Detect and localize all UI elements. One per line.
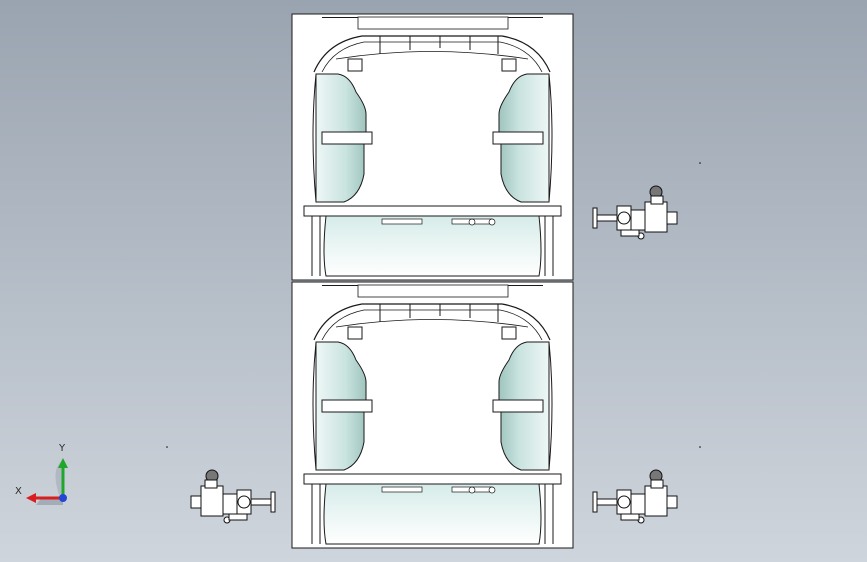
lower-unit[interactable]	[291, 281, 574, 549]
triad-x-label: X	[15, 486, 22, 497]
triad-y-label: Y	[59, 443, 66, 454]
motor-right-upper[interactable]	[592, 185, 678, 240]
axis-triad	[26, 458, 68, 505]
motor-right-lower[interactable]	[592, 469, 678, 524]
z-axis-dot	[59, 494, 67, 502]
motor-left-lower[interactable]	[190, 469, 276, 524]
upper-unit[interactable]	[291, 13, 574, 281]
